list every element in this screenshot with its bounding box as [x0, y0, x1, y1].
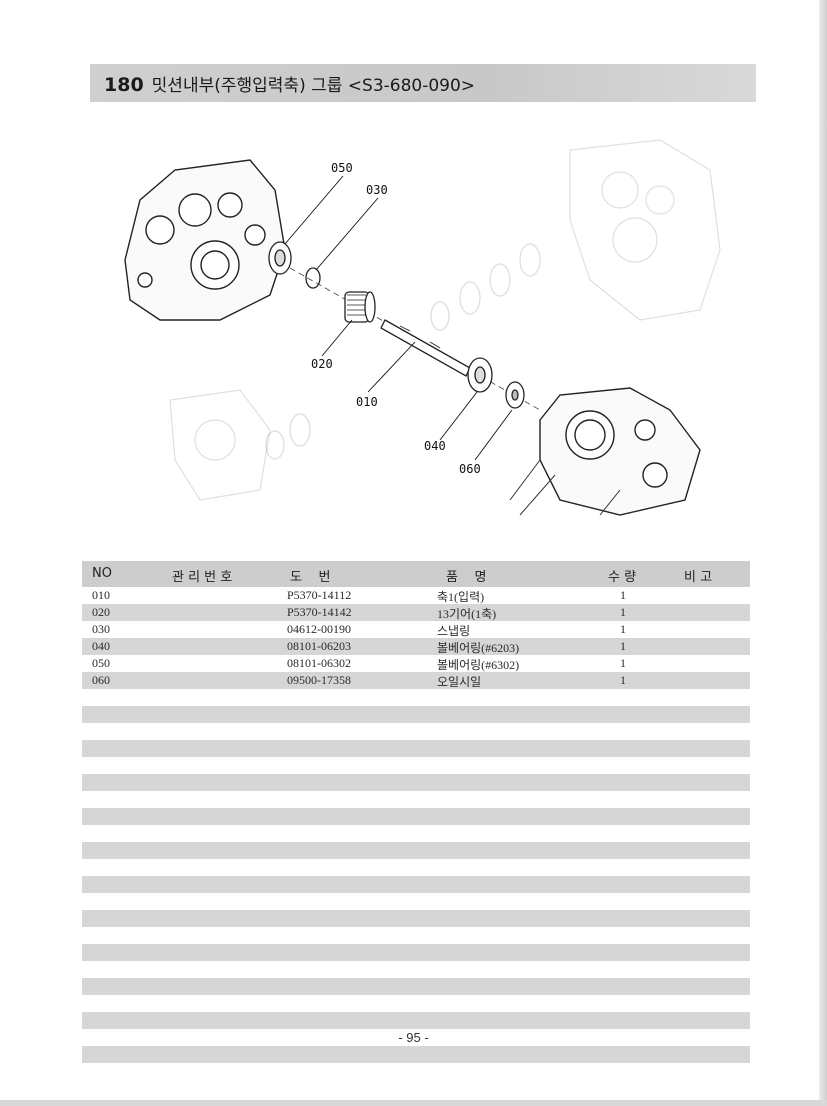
- table-row: [82, 910, 750, 927]
- cell-quantity: 1: [620, 622, 626, 636]
- callout-020: 020: [311, 357, 333, 371]
- part-020-gear: [344, 291, 376, 323]
- page-edge: [819, 0, 827, 1106]
- faded-shaft-parts: [265, 243, 541, 460]
- header-part-name: 품 명: [446, 570, 487, 585]
- title-bar: 180 밋션내부(주행입력축) 그룹 <S3-680-090>: [90, 64, 756, 102]
- page-edge-bottom: [0, 1100, 827, 1106]
- parts-table: NO 관 리 번 호 도 번 품 명 수 량 비 고 010 P5370-1411…: [82, 561, 750, 1063]
- table-row: [82, 825, 750, 842]
- cell-quantity: 1: [620, 639, 626, 653]
- table-row: [82, 995, 750, 1012]
- table-row: [82, 1012, 750, 1029]
- callout-030: 030: [366, 183, 388, 197]
- table-row: [82, 961, 750, 978]
- cell-drawing-no: P5370-14112: [287, 588, 352, 602]
- cell-quantity: 1: [620, 588, 626, 602]
- cell-no: 010: [92, 588, 110, 602]
- page-title: 180 밋션내부(주행입력축) 그룹 <S3-680-090>: [104, 71, 475, 96]
- table-row: 010 P5370-14112 축1(입력) 1: [82, 587, 750, 604]
- callout-040: 040: [424, 439, 446, 453]
- cell-quantity: 1: [620, 673, 626, 687]
- header-no: NO: [92, 566, 112, 581]
- cell-no: 030: [92, 622, 110, 636]
- table-row: 020 P5370-14142 13기어(1축) 1: [82, 604, 750, 621]
- table-row: [82, 944, 750, 961]
- table-header: NO 관 리 번 호 도 번 품 명 수 량 비 고: [82, 561, 750, 587]
- cell-part-name: 오일시일: [437, 675, 482, 689]
- page-number: - 95 -: [398, 1030, 429, 1045]
- leader-lines: [284, 175, 513, 461]
- cell-drawing-no: 08101-06302: [287, 656, 351, 670]
- table-row: [82, 774, 750, 791]
- table-row: [82, 927, 750, 944]
- group-title: 밋션내부(주행입력축) 그룹 <S3-680-090>: [151, 76, 476, 96]
- table-row: [82, 808, 750, 825]
- table-row: [82, 791, 750, 808]
- table-row: [82, 842, 750, 859]
- cell-drawing-no: P5370-14142: [287, 605, 352, 619]
- table-row: [82, 723, 750, 740]
- table-row: [82, 689, 750, 706]
- cell-part-name: 볼베어링(#6302): [437, 658, 520, 672]
- part-010-shaft: [380, 319, 471, 377]
- table-body: 010 P5370-14112 축1(입력) 1 020 P5370-14142 13기어(…: [82, 587, 750, 1063]
- part-030-snap-ring: [305, 267, 321, 289]
- callout-060: 060: [459, 462, 481, 476]
- cell-no: 050: [92, 656, 110, 670]
- faded-housing-right: [569, 139, 721, 321]
- table-row: [82, 876, 750, 893]
- table-row: [82, 740, 750, 757]
- group-number: 180: [104, 74, 144, 96]
- table-row: [82, 893, 750, 910]
- cell-drawing-no: 08101-06203: [287, 639, 351, 653]
- table-row: 050 08101-06302 볼베어링(#6302) 1: [82, 655, 750, 672]
- header-mgmt-no: 관 리 번 호: [172, 570, 233, 585]
- cell-quantity: 1: [620, 656, 626, 670]
- part-040-bearing: [467, 357, 493, 393]
- callout-010: 010: [356, 395, 378, 409]
- table-row: [82, 1046, 750, 1063]
- cell-drawing-no: 09500-17358: [287, 673, 351, 687]
- header-drawing-no: 도 번: [290, 570, 331, 585]
- part-050-bearing: [268, 241, 292, 275]
- header-quantity: 수 량: [608, 570, 637, 585]
- faded-housing-left: [169, 389, 271, 501]
- cell-no: 020: [92, 605, 110, 619]
- exploded-parts-diagram: 050 030 020 010 040 060: [124, 139, 721, 516]
- transmission-case-left: [124, 159, 286, 321]
- table-row: [82, 978, 750, 995]
- table-row: 060 09500-17358 오일시일 1: [82, 672, 750, 689]
- cell-drawing-no: 04612-00190: [287, 622, 351, 636]
- callout-050: 050: [331, 161, 353, 175]
- cell-no: 060: [92, 673, 110, 687]
- transmission-case-right: [539, 387, 701, 516]
- part-060-oil-seal: [505, 381, 525, 409]
- cell-part-name: 13기어(1축): [437, 607, 497, 621]
- header-remarks: 비 고: [684, 570, 713, 585]
- cell-part-name: 축1(입력): [437, 590, 485, 604]
- cell-part-name: 스냅링: [437, 624, 471, 638]
- cell-quantity: 1: [620, 605, 626, 619]
- table-row: 040 08101-06203 볼베어링(#6203) 1: [82, 638, 750, 655]
- rear-shaft-lines: [509, 459, 621, 516]
- cell-part-name: 볼베어링(#6203): [437, 641, 520, 655]
- table-row: 030 04612-00190 스냅링 1: [82, 621, 750, 638]
- cell-no: 040: [92, 639, 110, 653]
- table-row: [82, 757, 750, 774]
- table-row: [82, 706, 750, 723]
- table-row: [82, 859, 750, 876]
